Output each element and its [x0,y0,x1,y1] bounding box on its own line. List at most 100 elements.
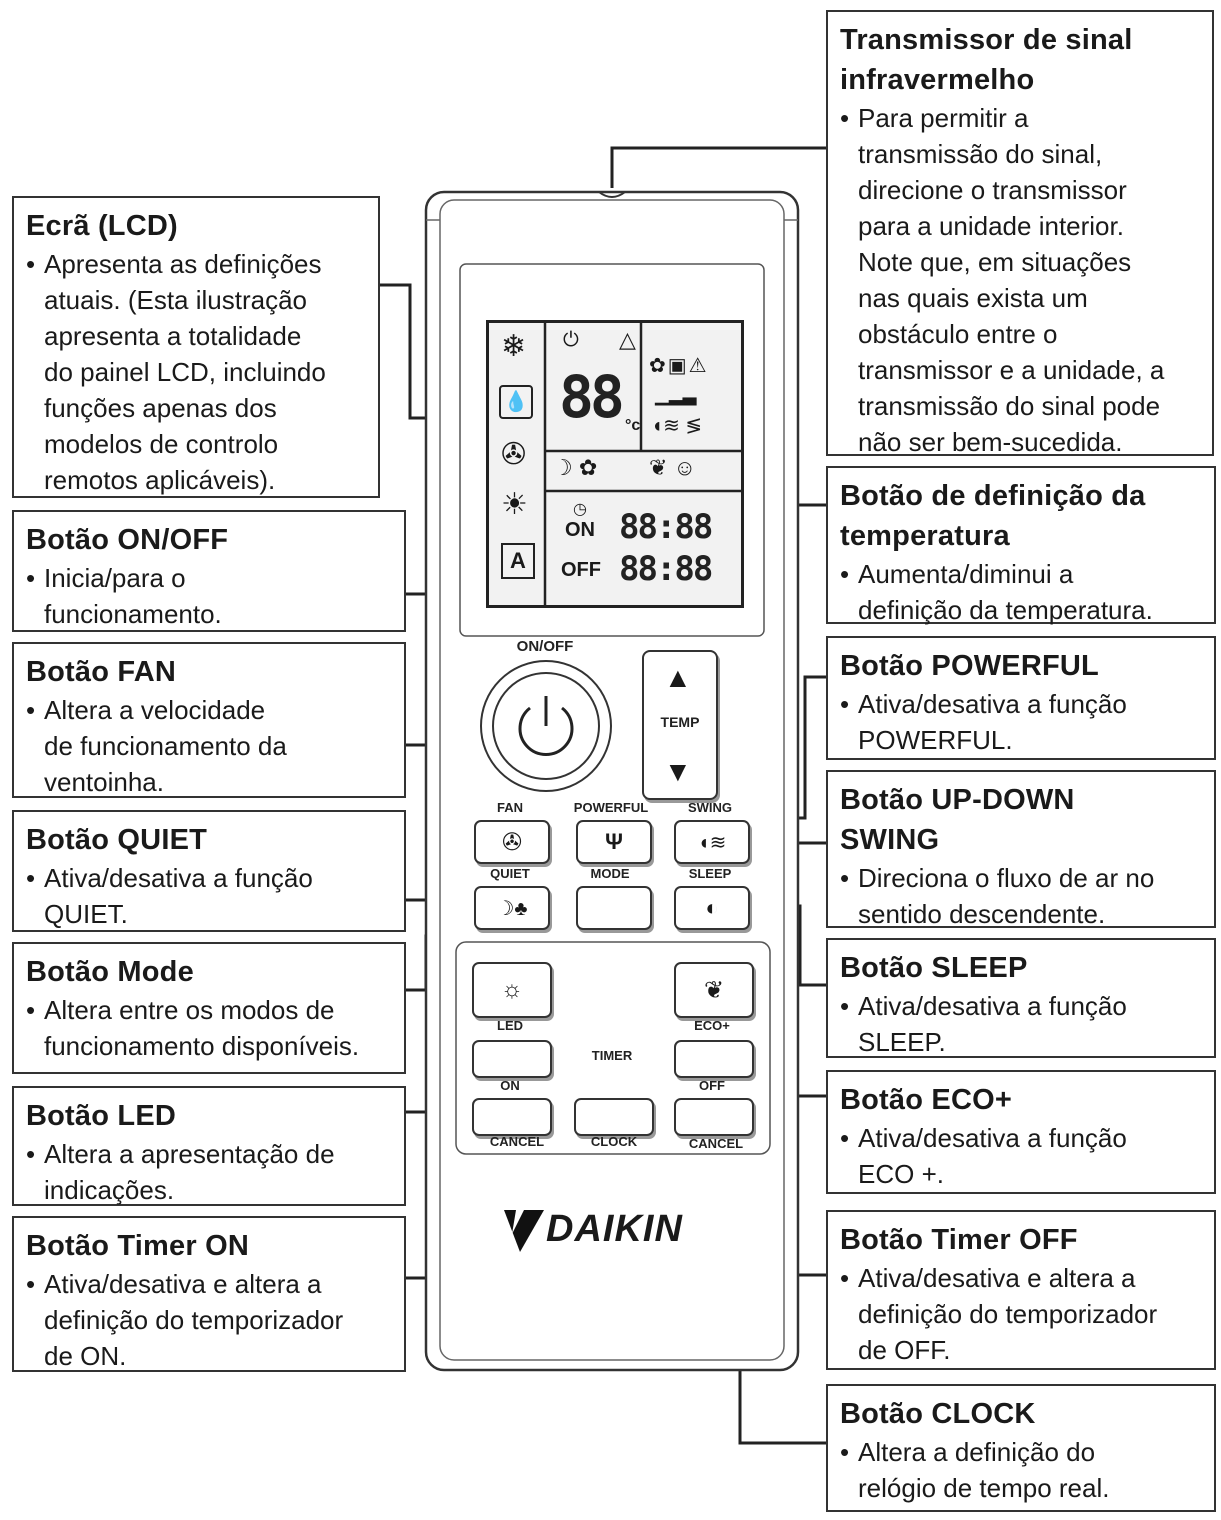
callout-sleep-title: Botão SLEEP [840,952,1028,984]
timer-on-label: ON [500,1078,520,1093]
eco-powerful-icons: ❦ ☺ [649,455,697,480]
temp-down-button[interactable]: ▼ [664,756,692,787]
fan-speed-bars-icon: ▁▂▃ [655,385,697,405]
swing-label: SWING [687,800,733,815]
lightbulb-icon: ☼ [501,976,523,1003]
callout-powerful-title: Botão POWERFUL [840,650,1099,682]
timer-on-cancel-button[interactable] [472,1098,552,1136]
mode-label: MODE [590,866,630,881]
fan-button[interactable]: ✇ [474,820,550,864]
quiet-icon: ☽♣ [496,897,528,920]
timer-on-cancel-label: CANCEL [489,1134,545,1149]
triangle-icon: △ [619,327,636,352]
callout-onoff-title: Botão ON/OFF [26,524,229,556]
swing-icon: ◖≋ [697,831,727,854]
timer-on-indicator: ON [565,519,595,541]
timer-off-cancel-label: CANCEL [688,1136,744,1151]
remote-control: ❄ 💧 ✇ ☀ A ⏻ △ 88 °c ✿▣⚠ ▁▂▃ ◖≋ ≶ ☽ ✿ ❦ ☺… [424,190,800,1372]
temperature-digits: 88 [559,363,625,431]
timer-off-cancel-button[interactable] [674,1098,754,1136]
eco-label: ECO+ [694,1018,730,1033]
led-button[interactable]: ☼ [472,962,552,1018]
callout-ecra-title: Ecrã (LCD) [26,210,178,242]
timer-off-label: OFF [699,1078,725,1093]
temperature-buttons: ▲ TEMP ▼ [642,650,718,800]
timer-label: TIMER [591,1048,633,1063]
powerful-button[interactable]: Ψ [576,820,652,864]
callout-timer-on: Botão Timer ON Ativa/desativa e altera a… [12,1216,406,1372]
swing-button[interactable]: ◖≋ [674,820,750,864]
lcd-screen: ❄ 💧 ✇ ☀ A ⏻ △ 88 °c ✿▣⚠ ▁▂▃ ◖≋ ≶ ☽ ✿ ❦ ☺… [486,320,744,608]
temp-up-button[interactable]: ▲ [664,662,692,693]
timer-on-button[interactable] [472,1040,552,1078]
clock-label: CLOCK [590,1134,638,1149]
callout-mode-title: Botão Mode [26,956,194,988]
callout-led-title: Botão LED [26,1100,177,1132]
callout-timer-off: Botão Timer OFF Ativa/desativa e altera … [826,1210,1216,1370]
timer-off-button[interactable] [674,1040,754,1078]
timer-off-digits: 88:88 [619,549,713,589]
dry-mode-icon: 💧 [499,385,533,419]
clock-button[interactable] [574,1098,654,1136]
powerful-icon: Ψ [605,829,623,854]
callout-mode: Botão Mode Altera entre os modos defunci… [12,942,406,1074]
swing-status-icons: ◖≋ ≶ [651,415,703,437]
led-label: LED [497,1018,523,1033]
auto-mode-icon: A [501,543,535,579]
callout-clock-title: Botão CLOCK [840,1398,1036,1430]
timer-off-indicator: OFF [561,559,601,581]
cool-mode-icon: ❄ [501,330,527,363]
callout-eco-title: Botão ECO+ [840,1084,1012,1116]
eco-button[interactable]: ❦ [674,962,754,1018]
daikin-logo-mark-icon [504,1210,544,1252]
callout-ecra: Ecrã (LCD) Apresenta as definiçõesatuais… [12,196,380,498]
fan-label: FAN [497,800,523,815]
fan-mode-icon: ✇ [501,438,527,471]
heat-mode-icon: ☀ [501,488,528,521]
timer-on-digits: 88:88 [619,507,713,547]
callout-led: Botão LED Altera a apresentação deindica… [12,1086,406,1206]
callout-timer-off-title: Botão Timer OFF [840,1224,1078,1256]
brand-name: DAIKIN [546,1208,683,1250]
timer-clock-icon: ◷ [573,501,587,518]
mode-button[interactable] [576,886,652,930]
onoff-label: ON/OFF [516,638,574,655]
sleep-button[interactable]: ◐ [674,886,750,930]
daikin-logo: DAIKIN [502,1206,722,1256]
callout-fan-title: Botão FAN [26,656,177,688]
power-indicator-icon: ⏻ [563,329,579,351]
sleep-quiet-icons: ☽ ✿ [553,455,598,480]
quiet-button[interactable]: ☽♣ [474,886,550,930]
leaf-icon: ❦ [703,976,725,1004]
powerful-label: POWERFUL [573,800,649,815]
fan-icon: ✇ [501,828,523,856]
sleep-icon: ◐ [705,895,719,920]
power-icon [518,696,574,756]
quiet-label: QUIET [490,866,530,881]
onoff-button[interactable] [480,660,612,792]
callout-timer-on-title: Botão Timer ON [26,1230,250,1262]
callout-quiet: Botão QUIET Ativa/desativa a funçãoQUIET… [12,810,406,932]
